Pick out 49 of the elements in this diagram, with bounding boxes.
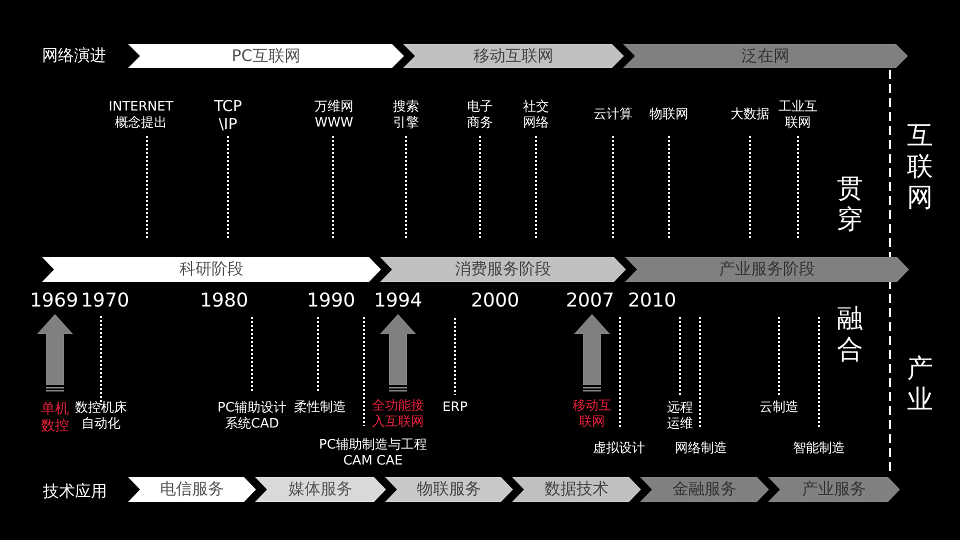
- chevron-stage: 移动互联网: [403, 44, 624, 68]
- event-label: PC辅助设计系统CAD: [216, 400, 288, 432]
- event-label: 云计算: [592, 107, 634, 123]
- event-label: 电子商务: [466, 99, 494, 131]
- year-label: 1970: [80, 290, 130, 312]
- event-label: 单机数控: [40, 401, 70, 435]
- year-label: 2010: [626, 290, 678, 312]
- year-label: 2007: [564, 290, 616, 312]
- chevron-stage: 产业服务: [768, 477, 900, 502]
- chevron-stage: 消费服务阶段: [380, 257, 626, 282]
- chevron-stage: 科研阶段: [42, 257, 381, 282]
- event-label: TCP \IP: [213, 97, 243, 133]
- year-label: 1980: [198, 290, 250, 312]
- event-label: 搜索引擎: [392, 99, 420, 131]
- event-label: 万维网 WWW: [314, 99, 354, 131]
- event-label: 智能制造: [792, 441, 846, 457]
- chevron-stage: 泛在网: [623, 44, 908, 68]
- event-label: 云制造: [758, 400, 800, 416]
- side-label: 产业: [906, 354, 934, 416]
- event-label: 网络演进: [41, 45, 107, 65]
- side-label: 贯穿: [836, 174, 864, 236]
- event-label: 远程运维: [666, 400, 694, 432]
- year-label: 1990: [306, 290, 356, 312]
- event-label: 移动互联网: [572, 398, 612, 430]
- year-label: 1969: [28, 290, 80, 312]
- chevron-stage: 物联服务: [385, 477, 513, 502]
- event-label: 大数据: [730, 107, 770, 123]
- event-label: 物联网: [648, 107, 690, 123]
- chevron-stage: 金融服务: [640, 477, 769, 502]
- event-label: 柔性制造: [293, 400, 347, 416]
- event-label: 虚拟设计: [592, 441, 646, 457]
- event-label: 数控机床自动化: [74, 400, 128, 432]
- event-label: 社交网络: [522, 99, 550, 131]
- chevron-stage: 电信服务: [128, 477, 256, 502]
- event-label: INTERNET 概念提出: [108, 99, 174, 131]
- event-label: 技术应用: [42, 481, 108, 501]
- chevron-stage: PC互联网: [128, 44, 404, 68]
- event-label: 全功能接入互联网: [371, 398, 425, 430]
- event-label: PC辅助制造与工程 CAM CAE: [318, 437, 428, 469]
- year-label: 2000: [470, 290, 520, 312]
- chevron-stage: 媒体服务: [255, 477, 386, 502]
- chevron-stage: 数据技术: [512, 477, 641, 502]
- event-label: 网络制造: [674, 441, 728, 457]
- year-label: 1994: [372, 290, 424, 312]
- side-label: 融合: [836, 304, 864, 366]
- event-label: ERP: [441, 400, 469, 416]
- side-label: 互联网: [906, 121, 934, 215]
- chevron-stage: 产业服务阶段: [625, 257, 909, 282]
- event-label: 工业互联网: [778, 99, 818, 131]
